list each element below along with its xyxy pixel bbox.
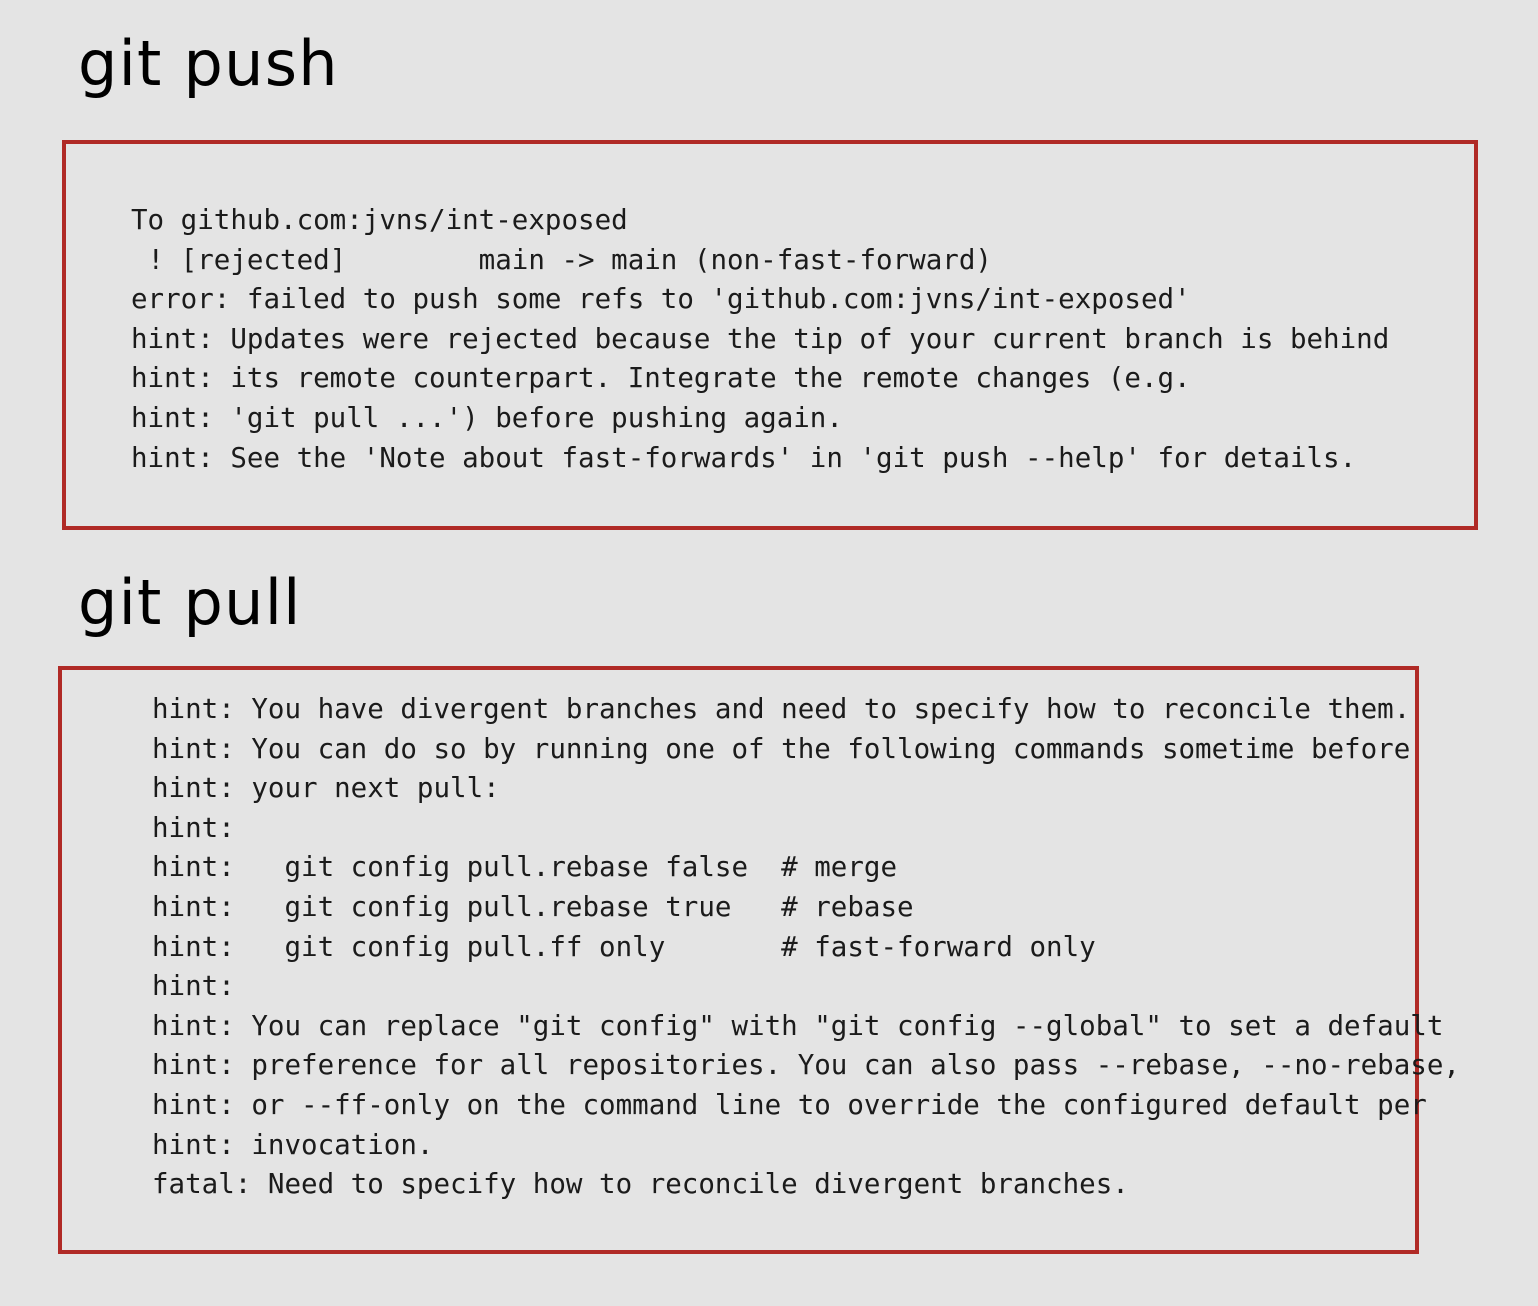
- terminal-output-text-git-pull: hint: You have divergent branches and ne…: [152, 693, 1460, 1201]
- terminal-output-text-git-push: To github.com:jvns/int-exposed ! [reject…: [131, 204, 1390, 474]
- section-title-git-push: git push: [78, 27, 339, 100]
- terminal-output-box-git-pull: hint: You have divergent branches and ne…: [58, 666, 1460, 1254]
- section-title-git-pull: git pull: [78, 566, 302, 639]
- terminal-output-box-git-push: To github.com:jvns/int-exposed ! [reject…: [62, 140, 1478, 530]
